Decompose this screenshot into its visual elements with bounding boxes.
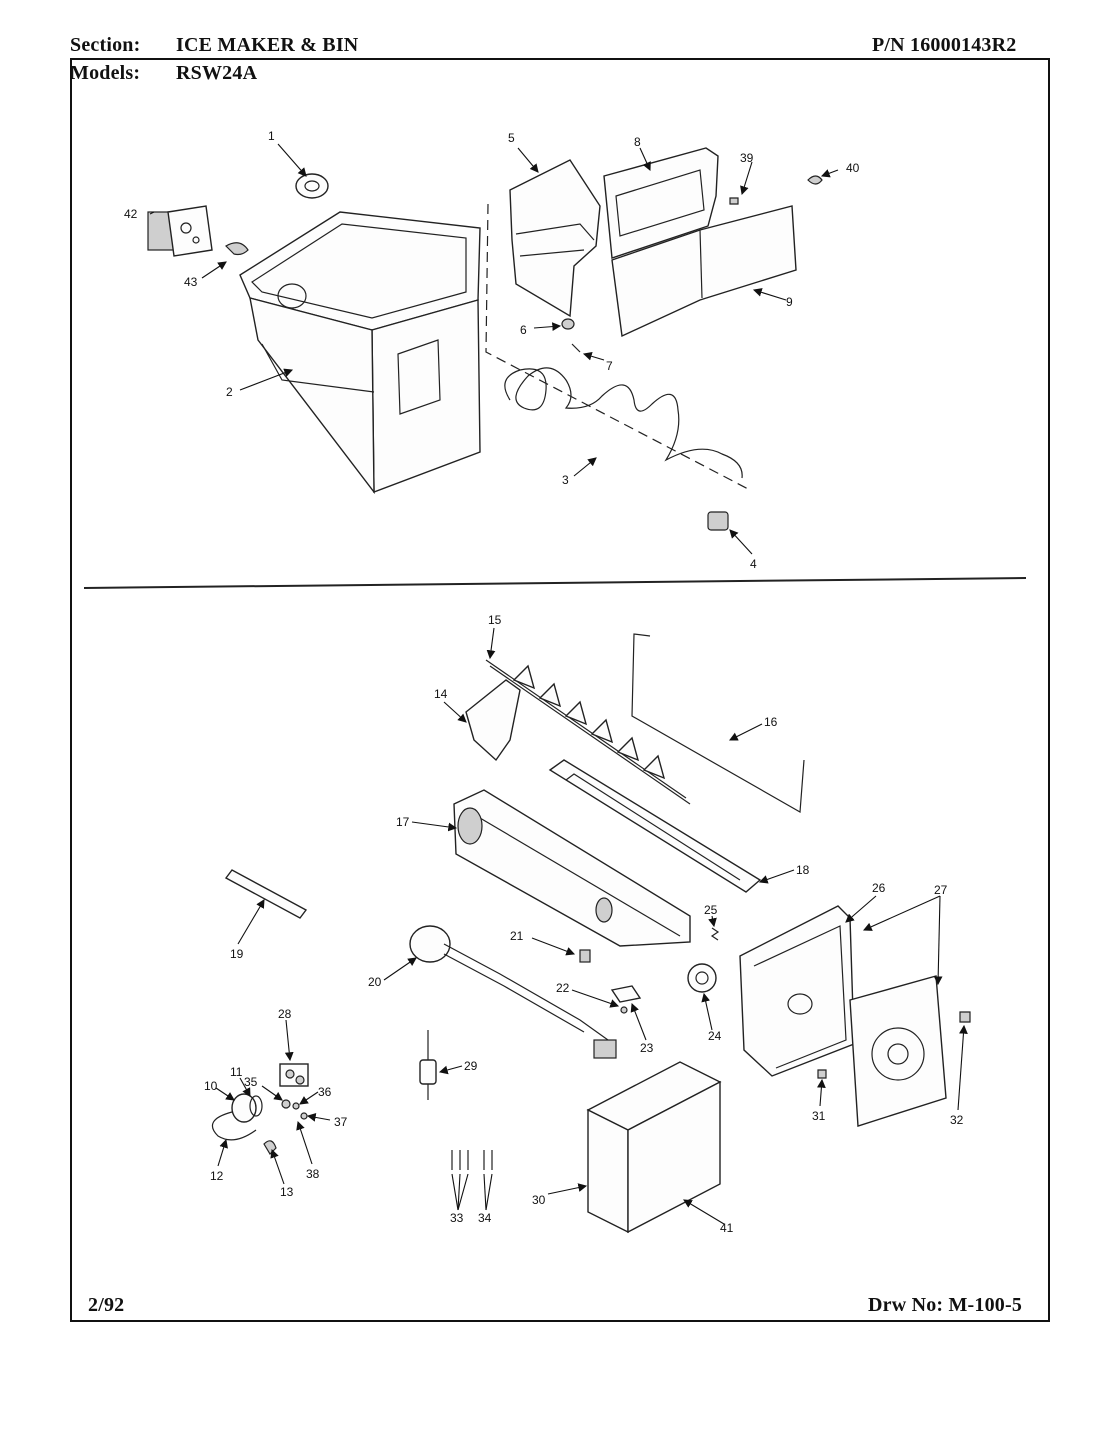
drawing-date: 2/92 — [88, 1294, 125, 1316]
part-28-water-valve — [279, 1063, 309, 1087]
section-label: Section: — [70, 34, 141, 56]
callout-23: 23 — [640, 1041, 654, 1055]
callout-26: 26 — [872, 881, 886, 895]
callout-36: 36 — [318, 1085, 332, 1099]
part-33-screws — [451, 1150, 469, 1170]
part-29-water-fitting — [419, 1030, 437, 1100]
part-26-motor-housing — [739, 905, 855, 1077]
part-23-bracket — [610, 985, 642, 1003]
callout-11: 11 — [230, 1065, 243, 1079]
part-19-heater — [224, 869, 308, 919]
part-41-cover-panel — [627, 1080, 721, 1234]
callout-31: 31 — [812, 1109, 826, 1123]
models-label: Models: — [70, 62, 141, 84]
drawing-frame — [70, 58, 1050, 1322]
part-40-screw — [807, 175, 823, 185]
callout-14: 14 — [434, 687, 448, 701]
callout-35: 35 — [244, 1075, 258, 1089]
callout-42: 42 — [124, 207, 138, 221]
callout-16: 16 — [764, 715, 778, 729]
part-number: P/N 16000143R2 — [872, 34, 1017, 56]
part-25-spring — [710, 927, 720, 941]
callout-2: 2 — [226, 385, 233, 399]
part-43-clip — [225, 242, 249, 256]
callout-30: 30 — [532, 1193, 546, 1207]
section-title: ICE MAKER & BIN — [176, 34, 359, 56]
callout-27: 27 — [934, 883, 948, 897]
part-36-nut — [292, 1102, 300, 1110]
callout-34: 34 — [478, 1211, 492, 1225]
callout-39: 39 — [740, 151, 754, 165]
callout-5: 5 — [508, 131, 515, 145]
callout-15: 15 — [488, 613, 502, 627]
callout-18: 18 — [796, 863, 810, 877]
section-divider — [83, 577, 1027, 589]
callout-22: 22 — [556, 981, 570, 995]
part-7-pin — [571, 343, 581, 353]
callout-21: 21 — [510, 929, 524, 943]
callout-32: 32 — [950, 1113, 964, 1127]
wire-route-dashed — [485, 203, 751, 491]
part-6-nut — [561, 318, 575, 330]
part-5-auger-shroud — [509, 159, 601, 318]
part-42-auger-motor — [147, 205, 213, 257]
callout-12: 12 — [210, 1169, 224, 1183]
part-12-tubing — [211, 1111, 257, 1141]
part-1-auger-gear — [295, 173, 329, 199]
part-16-shutoff-arm — [631, 633, 805, 813]
part-37-nut — [300, 1112, 308, 1120]
part-34-screws — [483, 1150, 493, 1170]
part-35-washer — [281, 1099, 291, 1109]
part-22-screw — [620, 1006, 628, 1014]
callout-29: 29 — [464, 1059, 478, 1073]
callout-37: 37 — [334, 1115, 348, 1129]
models-value: RSW24A — [176, 62, 258, 84]
callout-6: 6 — [520, 323, 527, 337]
callout-40: 40 — [846, 161, 860, 175]
part-14-bracket — [465, 679, 521, 762]
part-17-ice-mold — [453, 789, 691, 947]
part-9-ice-chute — [611, 205, 797, 338]
callout-28: 28 — [278, 1007, 292, 1021]
part-2-ice-bin — [239, 211, 481, 495]
callout-8: 8 — [634, 135, 641, 149]
callout-7: 7 — [606, 359, 613, 373]
callout-41: 41 — [720, 1221, 734, 1235]
callout-24: 24 — [708, 1029, 722, 1043]
part-27-mounting-plate — [849, 975, 947, 1127]
part-20-thermostat — [409, 925, 617, 1059]
part-8-bin-door — [603, 147, 719, 259]
callout-9: 9 — [786, 295, 793, 309]
part-15-ejector — [485, 659, 691, 805]
callout-20: 20 — [368, 975, 382, 989]
drawing-number: Drw No: M-100-5 — [868, 1294, 1023, 1316]
part-10-fill-valve — [231, 1093, 263, 1123]
part-4-connector — [707, 511, 729, 531]
callout-25: 25 — [704, 903, 718, 917]
callout-1: 1 — [268, 129, 275, 143]
leader-lines — [149, 143, 968, 1225]
callout-13: 13 — [280, 1185, 294, 1199]
callout-3: 3 — [562, 473, 569, 487]
callout-17: 17 — [396, 815, 410, 829]
callout-43: 43 — [184, 275, 198, 289]
callout-10: 10 — [204, 1079, 218, 1093]
part-24-timing-gear — [687, 963, 717, 993]
callout-33: 33 — [450, 1211, 464, 1225]
part-13-clamp — [263, 1140, 277, 1155]
part-21-clip — [579, 949, 591, 963]
part-39-screw — [729, 197, 739, 205]
part-32-screw — [959, 1011, 971, 1023]
callout-38: 38 — [306, 1167, 320, 1181]
callout-19: 19 — [230, 947, 244, 961]
part-3-wire-harness — [504, 367, 743, 479]
part-31-screw — [817, 1069, 827, 1079]
callout-4: 4 — [750, 557, 757, 571]
